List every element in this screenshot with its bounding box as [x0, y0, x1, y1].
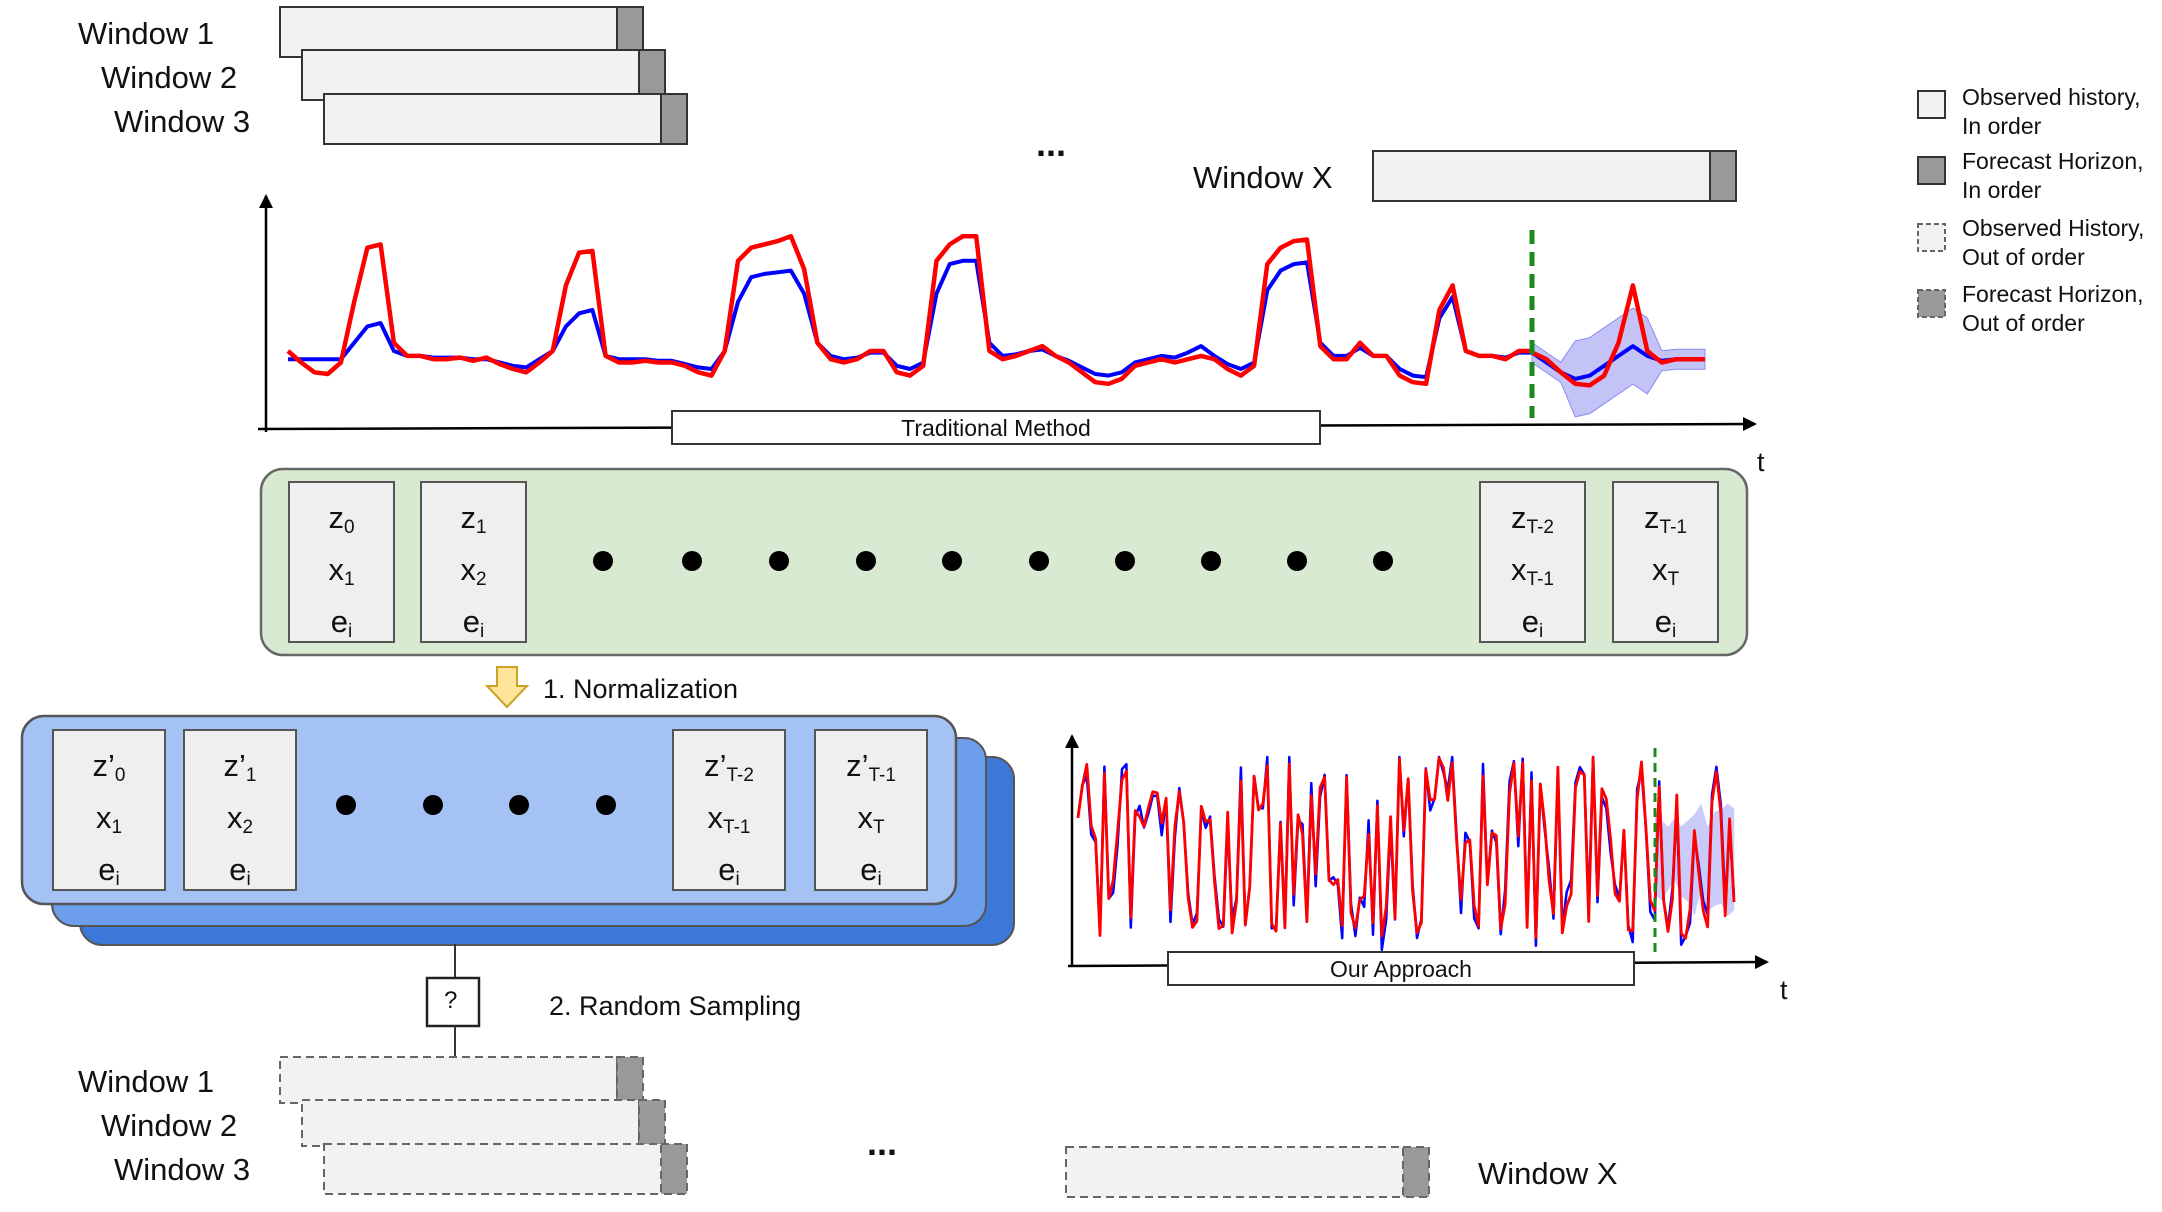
top-ellipsis: ... [1036, 123, 1067, 164]
question-mark: ? [444, 987, 458, 1014]
approach-chart [1065, 734, 1769, 986]
bottom-window-x-horizon [1402, 1146, 1430, 1198]
bottom-window-1-history [279, 1056, 618, 1104]
normalization-arrow [484, 666, 530, 709]
bottom-window-2-horizon [638, 1099, 666, 1147]
our-approach-label: Our Approach [1330, 956, 1472, 982]
green-cell-1-text: z1 x2 ei [460, 500, 487, 642]
top-window-x [1372, 150, 1737, 202]
green-cell-2-text: zT-2 xT-1 ei [1511, 500, 1554, 642]
bottom-window-stack [279, 1056, 688, 1195]
legend-observed-out-of-order: Observed History,Out of order [1962, 215, 2145, 270]
top-window-2-history [301, 49, 640, 101]
green-sequence-panel [259, 467, 1749, 657]
blue-cell-1-text: z’1 x2 ei [223, 748, 257, 890]
top-window-x-history [1372, 150, 1711, 202]
bottom-window-x [1065, 1146, 1430, 1198]
bottom-window-1-horizon [616, 1056, 644, 1104]
legend-swatch-forecast-out-of-order [1917, 289, 1946, 318]
green-cell-3 [1612, 481, 1719, 643]
traditional-method-label: Traditional Method [901, 415, 1091, 441]
top-window-stack [279, 6, 688, 145]
green-cell-1 [420, 481, 527, 643]
top-window-3-label: Window 3 [114, 104, 251, 139]
bottom-window-2-label: Window 2 [101, 1108, 238, 1143]
legend-swatch-observed-out-of-order [1917, 223, 1946, 252]
approach-actual-line [1076, 755, 1736, 940]
blue-cell-1 [183, 729, 297, 891]
top-window-x-horizon [1709, 150, 1737, 202]
legend-observed-in-order: Observed history,In order [1962, 84, 2141, 139]
green-cell-2 [1479, 481, 1586, 643]
approach-label-box [1167, 951, 1635, 986]
top-window-1-history [279, 6, 618, 58]
green-ellipsis-dots [593, 551, 1393, 571]
blue-cell-3-text: z’T-1 xT ei [846, 748, 896, 890]
blue-cell-2 [672, 729, 786, 891]
traditional-actual-line [286, 233, 1532, 387]
bottom-window-2-history [301, 1099, 640, 1147]
bottom-window-1-label: Window 1 [78, 1064, 215, 1099]
traditional-label-box [671, 410, 1321, 445]
bottom-window-x-history [1065, 1146, 1404, 1198]
bottom-window-x-label: Window X [1478, 1156, 1618, 1191]
approach-t-label: t [1780, 975, 1788, 1005]
legend-swatch-observed-in-order [1917, 90, 1946, 119]
bottom-ellipsis: ... [867, 1122, 898, 1163]
top-window-2-label: Window 2 [101, 60, 238, 95]
bottom-window-3-label: Window 3 [114, 1152, 251, 1187]
blue-ellipsis-dots [336, 795, 616, 815]
blue-cell-0 [52, 729, 166, 891]
legend-swatch-forecast-in-order [1917, 156, 1946, 185]
top-window-1-label: Window 1 [78, 16, 215, 51]
blue-cell-2-text: z’T-2 xT-1 ei [704, 748, 754, 890]
top-window-x-label: Window X [1193, 160, 1333, 195]
legend-forecast-in-order: Forecast Horizon,In order [1962, 148, 2144, 203]
bottom-window-3-history [323, 1143, 662, 1195]
random-sampling-label: 2. Random Sampling [549, 991, 802, 1021]
normalization-label: 1. Normalization [543, 674, 739, 704]
blue-cell-3 [814, 729, 928, 891]
bottom-window-3-horizon [660, 1143, 688, 1195]
traditional-chart [257, 194, 1757, 445]
traditional-t-label: t [1757, 447, 1765, 477]
green-cell-0-text: z0 x1 ei [328, 500, 355, 642]
traditional-forecast-actual-line [1531, 283, 1705, 388]
top-window-3-horizon [660, 93, 688, 145]
traditional-forecast-band [1531, 307, 1706, 418]
legend-swatches [1917, 90, 1946, 318]
top-window-2-horizon [638, 49, 666, 101]
sampling-question-box [425, 976, 481, 1028]
green-cell-0 [288, 481, 395, 643]
top-window-3-history [323, 93, 662, 145]
green-cell-3-text: zT-1 xT ei [1644, 500, 1687, 642]
legend-forecast-out-of-order: Forecast Horizon,Out of order [1962, 281, 2144, 336]
blue-cell-0-text: z’0 x1 ei [92, 748, 126, 890]
